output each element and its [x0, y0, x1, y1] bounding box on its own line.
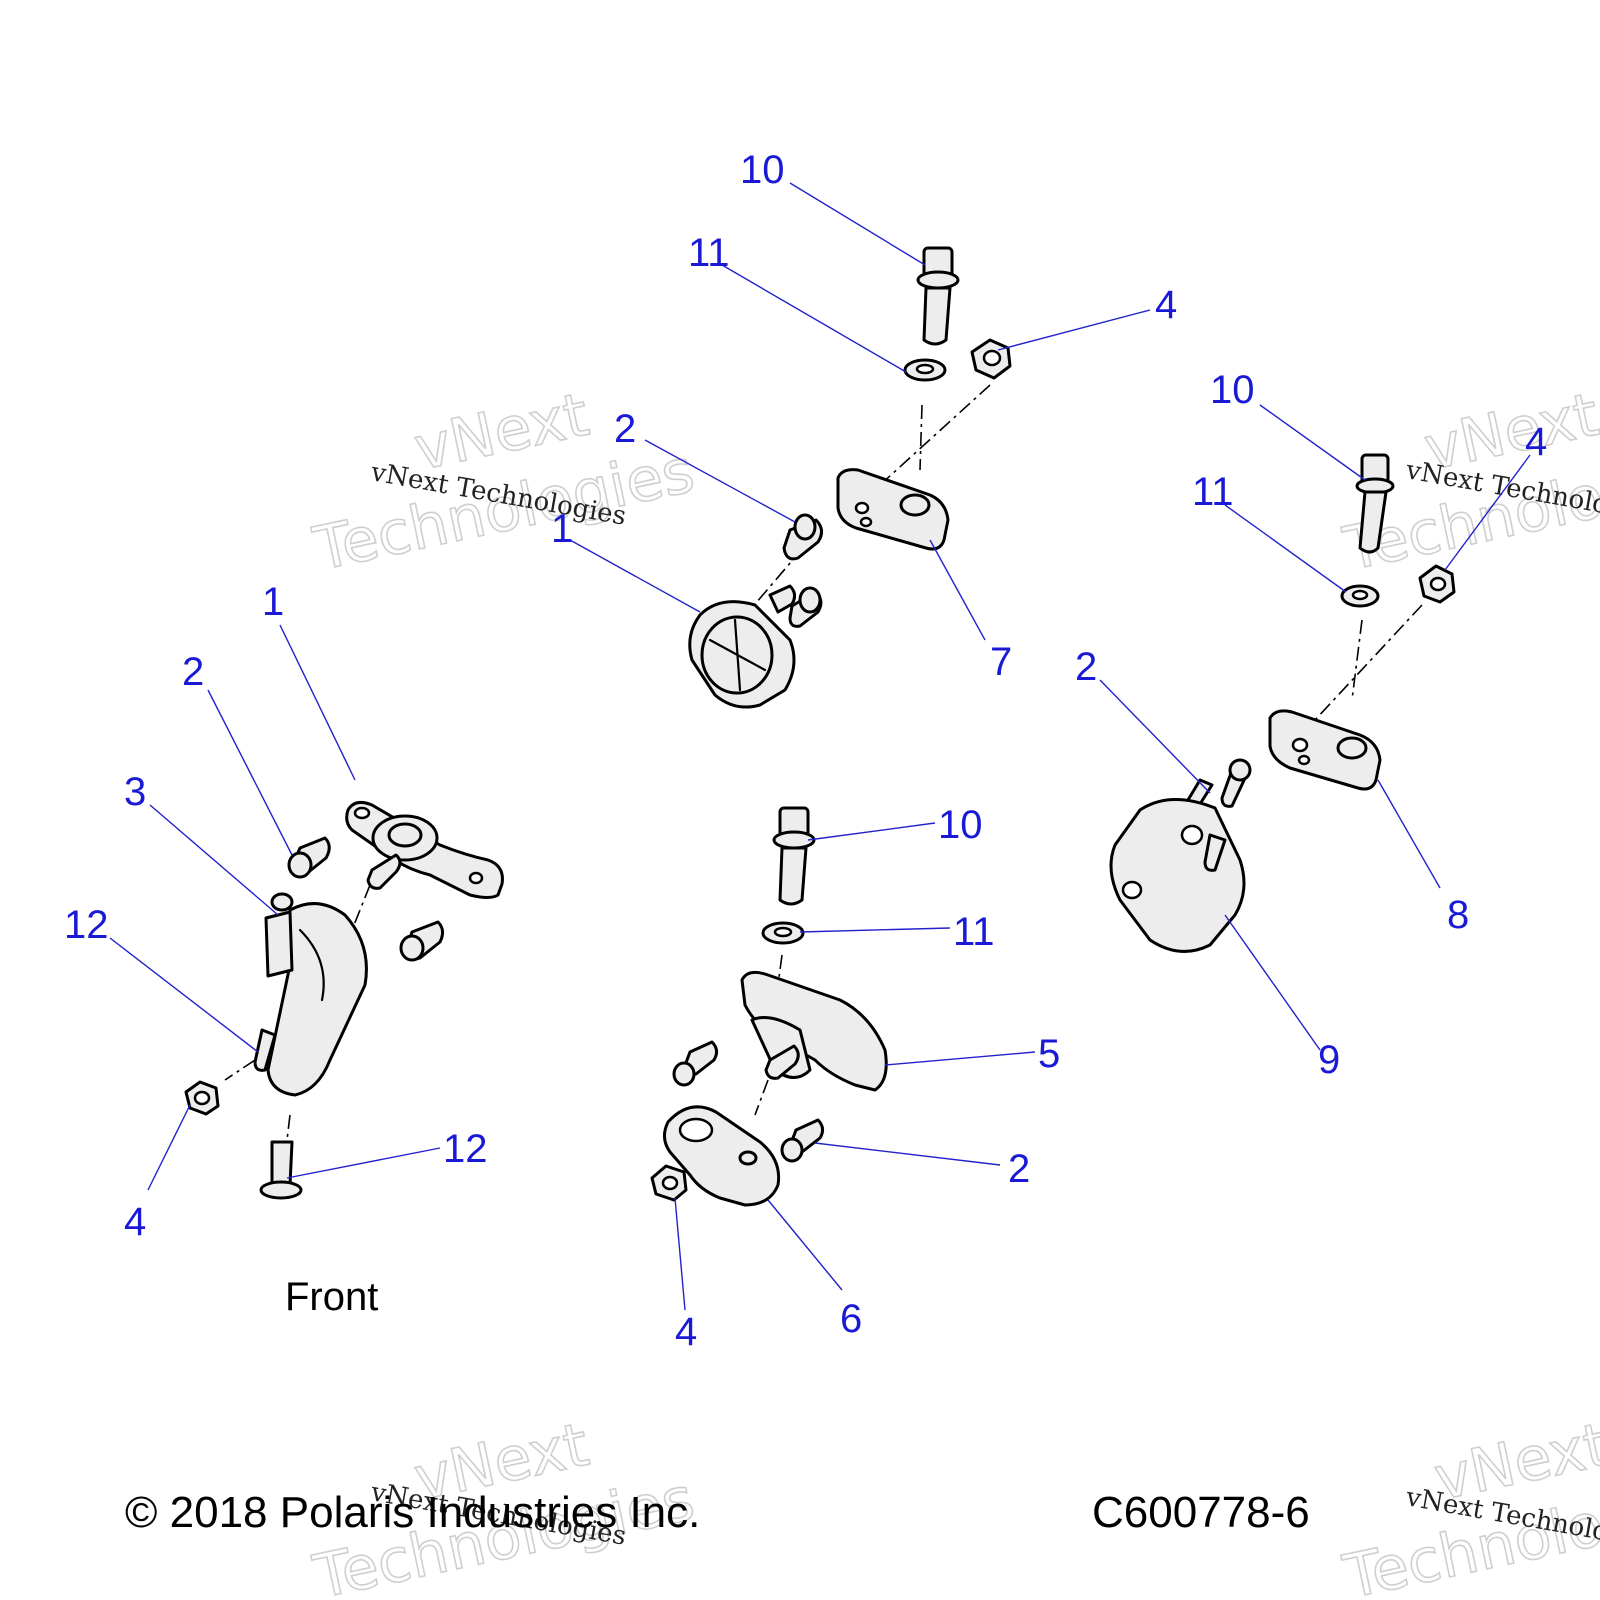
callout-label: 10	[938, 803, 983, 847]
callout-label: 2	[182, 650, 204, 694]
callout-label: 1	[551, 507, 573, 551]
callout-label: 11	[1192, 470, 1234, 514]
bolt-part	[772, 806, 816, 906]
callout-label: 11	[688, 231, 730, 275]
mount-plate-part	[740, 970, 888, 1092]
pin-part	[782, 513, 823, 561]
callout-label: 10	[1210, 368, 1255, 412]
leader-lines	[109, 182, 1531, 1311]
nut-part	[970, 338, 1012, 380]
front-label: Front	[285, 1275, 378, 1319]
callout-label: 4	[1155, 283, 1177, 327]
callout-label: 2	[1075, 645, 1097, 689]
callout-label: 2	[614, 407, 636, 451]
assembly-left-front: Front	[184, 800, 504, 1319]
callout-label: 2	[1008, 1147, 1030, 1191]
callout-label: 12	[443, 1127, 488, 1171]
bracket-part	[1268, 709, 1382, 791]
callout-label: 6	[840, 1297, 862, 1341]
callout-label: 4	[675, 1310, 697, 1354]
washer-part	[761, 921, 805, 945]
washer-part	[1340, 584, 1380, 608]
washer-part	[903, 358, 947, 382]
callout-label: 4	[1525, 420, 1547, 464]
callout-label: 8	[1447, 893, 1469, 937]
pin-part	[399, 920, 445, 962]
bolt-part	[1355, 453, 1395, 554]
assembly-bottom-center	[650, 806, 888, 1207]
bolt-12-part	[259, 1140, 303, 1200]
copyright-text: © 2018 Polaris Industries Inc.	[125, 1488, 700, 1537]
bolt-12-part	[253, 1028, 277, 1072]
callout-label: 12	[64, 903, 109, 947]
callout-label: 7	[990, 640, 1012, 684]
link-part	[663, 1105, 781, 1207]
callout-label: 5	[1038, 1032, 1060, 1076]
drawing-number: C600778-6	[1092, 1488, 1310, 1537]
assembly-right	[1109, 453, 1456, 953]
pin-part	[672, 1040, 719, 1087]
nut-part	[184, 1080, 220, 1116]
watermark-bottom-right: vNext Technologies vNext Technologies	[1337, 1409, 1600, 1600]
isolator-mount-part	[688, 584, 823, 709]
link-bracket-part	[264, 892, 368, 1097]
nut-part	[1418, 564, 1456, 604]
mount-plate-part	[345, 800, 504, 899]
callout-label: 3	[124, 770, 146, 814]
pin-part	[780, 1118, 825, 1163]
callout-numbers: 10 11 4 2 1 7 10 4 11 2 8 9 1 2 3 12 4 1…	[64, 148, 1547, 1354]
callout-label: 1	[262, 580, 284, 624]
callout-label: 4	[124, 1200, 146, 1244]
pin-part	[287, 836, 331, 879]
isolator-mount-part	[1109, 798, 1246, 953]
bolt-part	[916, 246, 960, 346]
callout-label: 11	[953, 910, 995, 954]
callout-label: 9	[1318, 1038, 1340, 1082]
bracket-part	[836, 468, 950, 551]
callout-label: 10	[740, 148, 785, 192]
nut-part	[650, 1164, 688, 1202]
watermark-top-left: vNext Technologies vNext Technologies	[307, 379, 701, 586]
assembly-top-center	[688, 246, 1012, 709]
